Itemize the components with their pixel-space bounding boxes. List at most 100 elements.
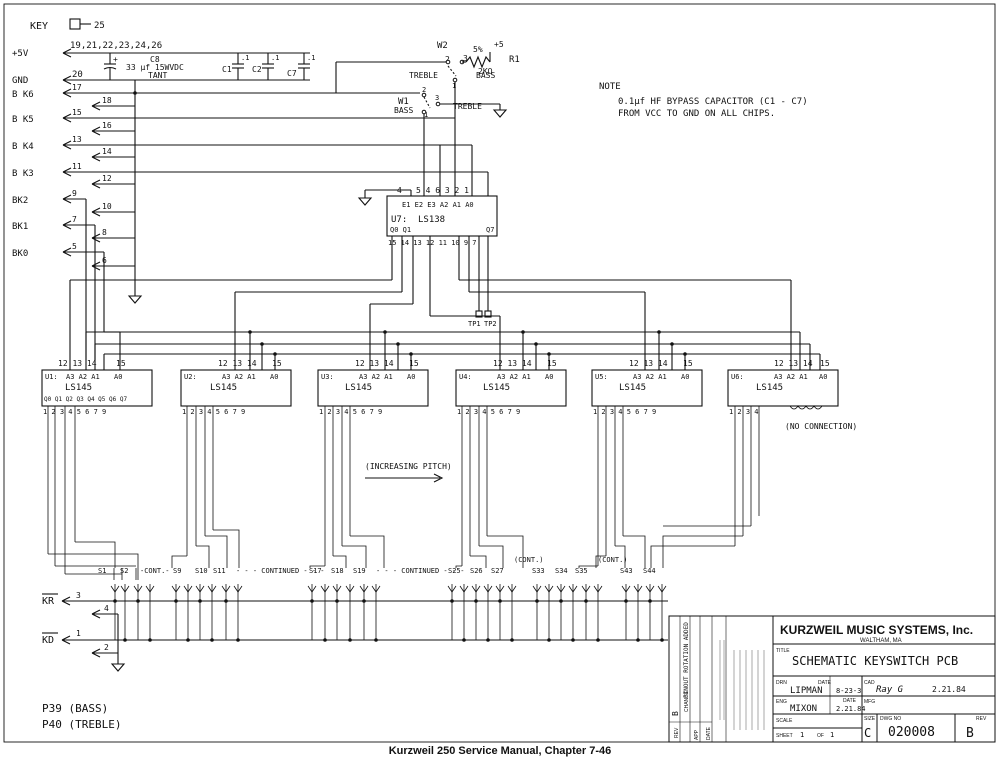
u4-pin15: 15 xyxy=(547,359,557,368)
dwg-label: DWG NO xyxy=(880,716,901,722)
s17-label: S17 xyxy=(309,567,322,575)
s19-label: S19 xyxy=(353,567,366,575)
u3-name: U3: xyxy=(321,373,334,381)
s10-label: S10 xyxy=(195,567,208,575)
w2-bass: BASS xyxy=(476,71,495,80)
bank-k2-label: BK2 xyxy=(12,196,28,206)
c7-value: .1 xyxy=(307,54,315,62)
c7-label: C7 xyxy=(287,69,297,78)
change-entry: PINOUT ROTATION ADDED xyxy=(683,622,690,698)
company-city: WALTHAM, MA xyxy=(860,638,902,644)
bank-k5-label: B K5 xyxy=(12,115,34,125)
u1-chip xyxy=(41,369,153,407)
p40-label: P40 (TREBLE) xyxy=(42,718,121,731)
u7-name: U7: xyxy=(391,215,407,225)
eng-label: ENG xyxy=(776,699,787,705)
u4-a0: A0 xyxy=(545,373,553,381)
key-label: KEY xyxy=(30,21,48,32)
u5-chip xyxy=(591,369,703,407)
dwg-number: 020008 xyxy=(888,725,935,740)
u5-addr: A3 A2 A1 xyxy=(633,373,667,381)
p39-label: P39 (BASS) xyxy=(42,702,108,715)
drawing-border xyxy=(3,3,996,743)
u2-a0: A0 xyxy=(270,373,278,381)
u5-out: 1 2 3 4 5 6 7 9 xyxy=(593,408,656,416)
v5-pins: 19,21,22,23,24,26 xyxy=(70,41,162,51)
r1-pct: 5% xyxy=(473,45,483,54)
cad-label: CAD xyxy=(864,680,875,686)
u1-pin15: 15 xyxy=(116,359,126,368)
w1-pin1: 1 xyxy=(424,111,428,119)
w2-label: W2 xyxy=(437,41,448,51)
v5-label: +5V xyxy=(12,49,29,59)
u2-encoder: 12 13 14 15 U2: A3 A2 A1 A0 LS145 1 2 3 … xyxy=(180,359,292,416)
bank-k6-label: B K6 xyxy=(12,90,34,100)
eng-date: 2.21.84 xyxy=(836,705,866,713)
bank-k3-col: 12 xyxy=(102,174,112,183)
u1-name: U1: xyxy=(45,373,58,381)
change-col-label: CHANGE xyxy=(684,690,690,712)
drn-label: DRN xyxy=(776,680,787,686)
u2-name: U2: xyxy=(184,373,197,381)
u7-q7: Q7 xyxy=(486,226,494,234)
kr-label: KR xyxy=(42,596,55,607)
cont1-label: -CONT.- xyxy=(140,567,170,575)
u5-name: U5: xyxy=(595,373,608,381)
s43-label: S43 xyxy=(620,567,633,575)
bank-k2-col: 10 xyxy=(102,202,112,211)
key-legend: KEY 25 xyxy=(30,18,105,32)
w1-bass: BASS xyxy=(394,106,413,115)
u7-in-labels: E1 E2 E3 A2 A1 A0 xyxy=(402,201,474,209)
u2-part: LS145 xyxy=(210,383,237,393)
w2-pin1: 1 xyxy=(452,82,456,90)
kd-label: KD xyxy=(42,635,54,646)
bank-k6-pin: 17 xyxy=(72,83,82,92)
bank-k1-col: 8 xyxy=(102,228,107,237)
title-label: TITLE xyxy=(776,648,790,654)
u3-pin15: 15 xyxy=(409,359,419,368)
bank-k4-pin: 13 xyxy=(72,135,82,144)
s33-label: S33 xyxy=(532,567,545,575)
bank-k6-col: 18 xyxy=(102,96,112,105)
u2-chip xyxy=(180,369,292,407)
bank-k1-label: BK1 xyxy=(12,222,28,232)
u6-chip xyxy=(727,369,839,407)
u1-addr: A3 A2 A1 xyxy=(66,373,100,381)
drn-date-label: DATE xyxy=(818,680,832,686)
note: NOTE 0.1µf HF BYPASS CAPACITOR (C1 - C7)… xyxy=(599,82,808,119)
s44-label: S44 xyxy=(643,567,656,575)
w1-pin2: 2 xyxy=(422,86,426,94)
w1-pin3: 3 xyxy=(435,94,439,102)
c8-value: 33 µf 15WVDC xyxy=(126,63,184,72)
u2-addr: A3 A2 A1 xyxy=(222,373,256,381)
bank-k3-pin: 11 xyxy=(72,162,82,171)
u4-addr: A3 A2 A1 xyxy=(497,373,531,381)
u3-chip xyxy=(317,369,429,407)
kd-pin: 1 xyxy=(76,629,81,638)
rev-label: REV xyxy=(976,716,987,722)
u4-name: U4: xyxy=(459,373,472,381)
u6-pins-left: 12 13 14 xyxy=(774,359,813,368)
c2-value: .1 xyxy=(271,54,279,62)
s26-label: S26 xyxy=(470,567,483,575)
drn-name: LIPMAN xyxy=(790,686,823,696)
s2-label: S2 xyxy=(120,567,128,575)
u4-pins-left: 12 13 14 xyxy=(493,359,532,368)
u1-encoder: 12 13 14 15 U1: A3 A2 A1 A0 LS145 Q0 Q1 … xyxy=(41,359,153,416)
u7-part: LS138 xyxy=(418,215,445,225)
u1-part: LS145 xyxy=(65,383,92,393)
u5-part: LS145 xyxy=(619,383,646,393)
kr-pin2: 4 xyxy=(104,604,109,613)
chip-address-stubs xyxy=(69,330,821,370)
cad-date: 2.21.84 xyxy=(932,685,966,694)
r1-plus: +5 xyxy=(494,40,504,49)
u4-encoder: 12 13 14 15 U4: A3 A2 A1 A0 LS145 1 2 3 … xyxy=(455,359,567,416)
s9-label: S9 xyxy=(173,567,181,575)
sheet-label: SHEET xyxy=(776,733,793,739)
note-line2: FROM VCC TO GND ON ALL CHIPS. xyxy=(618,109,775,119)
w1-treble: TREBLE xyxy=(453,102,482,111)
u3-encoder: 12 13 14 15 U3: A3 A2 A1 A0 LS145 1 2 3 … xyxy=(317,359,429,416)
c1-label: C1 xyxy=(222,65,232,74)
switch-labels: S1 S2 -CONT.- S9 S10 S11 - - - CONTINUED… xyxy=(98,556,656,580)
